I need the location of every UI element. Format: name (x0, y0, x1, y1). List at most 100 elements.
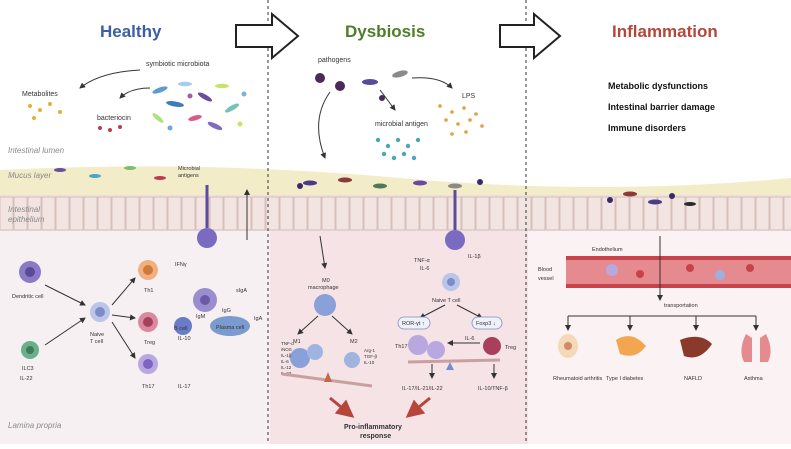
lps-dots (438, 104, 484, 136)
label-m1: M1 (293, 339, 301, 345)
label-dendritic: Dendritic cell (12, 294, 43, 300)
immune-cell-icon (19, 261, 41, 283)
label-naive-1: Naive (90, 332, 104, 338)
immune-cell-icon (290, 344, 360, 368)
label-il10: IL-10 (178, 336, 191, 342)
title-dysbiosis: Dysbiosis (345, 22, 425, 41)
title-healthy: Healthy (100, 22, 162, 41)
immune-cell-icon (90, 302, 110, 322)
outcome-2: Immune disorders (608, 123, 686, 133)
blood-vessel (566, 256, 791, 288)
label-treg: Treg (144, 340, 155, 346)
cytokine-label: IL-1β (281, 353, 292, 358)
cytokine-label: IL-6 (281, 359, 289, 364)
label-siga: sIgA (236, 288, 247, 294)
dysbiosis-panel: pathogens LPS microbial antigen (281, 57, 516, 440)
label-naive-2: T cell (90, 339, 103, 345)
metabolite-dots (28, 102, 62, 120)
immune-cell-icon (138, 354, 158, 374)
cytokine-label: IL-10 (364, 360, 375, 365)
label-il6b: IL-6 (465, 336, 474, 342)
label-ifng: IFNγ (175, 262, 187, 268)
immune-cell-icon (21, 341, 39, 359)
label-m0-1: M0 (322, 278, 330, 284)
label-naive: Naive T cell (432, 298, 461, 304)
bacteria-icon (152, 81, 247, 131)
label-microbial-antigen: microbial antigen (375, 121, 428, 128)
immune-cell-icon (193, 288, 217, 312)
antigen-dots (375, 137, 421, 161)
label-il6: IL-6 (420, 266, 429, 272)
immune-cell-icon (210, 316, 250, 336)
label-treg-out: IL-10/TNF-β (478, 386, 508, 392)
organ-icon (680, 336, 712, 358)
label-endothelium: Endothelium (592, 247, 623, 253)
label-pro-1: Pro-inflammatory (344, 424, 402, 431)
label-transport: transportation (664, 303, 698, 309)
immune-cell-icon (442, 273, 460, 291)
label-igg: IgG (222, 308, 231, 314)
seesaw-icon (281, 372, 373, 388)
label-foxp3: Foxp3 ↓ (476, 321, 496, 327)
label-bacteriocin: bacteriocin (97, 115, 131, 122)
healthy-panel: symbiotic microbiota Metabolites bacteri… (12, 61, 263, 390)
label-ilc3: ILC3 (22, 366, 34, 372)
label-microbial-antigens-1: Microbial (178, 166, 200, 172)
label-th17-out: IL-17/IL-21/IL-22 (402, 386, 443, 392)
outcome-1: Intestinal barrier damage (608, 102, 715, 112)
bacteria-icon (607, 191, 696, 206)
immune-cell-icon (197, 185, 217, 248)
immune-cell-icon (445, 190, 465, 250)
disease-0: Rheumatoid arthritis (553, 376, 602, 382)
organ-icon (741, 334, 771, 362)
right-arrow-icon (235, 11, 300, 61)
label-tnf: TNF-α (414, 258, 431, 264)
label-epithelium-1: Intestinal (8, 205, 40, 214)
disease-1: Type I diabetes (606, 376, 644, 382)
immune-cell-icon (138, 312, 158, 332)
label-bcell: B cell (174, 326, 187, 332)
inflammation-panel: Metabolic dysfunctions Intestinal barrie… (538, 81, 791, 382)
seesaw-icon (407, 358, 501, 370)
label-th17-d: Th17 (395, 344, 408, 350)
label-metabolites: Metabolites (22, 91, 58, 98)
label-il22: IL-22 (20, 376, 33, 382)
outcome-0: Metabolic dysfunctions (608, 81, 708, 91)
cytokine-label: Arg-1 (364, 348, 376, 353)
label-blood-1: Blood (538, 267, 552, 273)
cytokine-label: TGF-β (364, 354, 377, 359)
label-th17: Th17 (142, 384, 155, 390)
label-treg-d: Treg (505, 345, 516, 351)
label-il1b: IL-1β (468, 254, 481, 260)
label-blood-2: vessel (538, 276, 554, 282)
organ-icon (558, 334, 578, 358)
cytokine-label: IL-12 (281, 365, 292, 370)
label-symbiotic: symbiotic microbiota (146, 61, 210, 68)
label-m2: M2 (350, 339, 358, 345)
label-lamina: Lamina propria (8, 421, 62, 430)
label-iga: IgA (254, 316, 263, 322)
disease-2: NAFLD (684, 376, 702, 382)
organ-icon (616, 336, 646, 356)
label-il17: IL-17 (178, 384, 191, 390)
cytokine-label: iNOS (281, 347, 292, 352)
epithelium-cells (0, 196, 791, 231)
background-bands (0, 140, 791, 444)
cytokine-label: TNF-α (281, 341, 294, 346)
label-epithelium-2: epithelium (8, 215, 45, 224)
immune-cell-icon (408, 335, 445, 359)
immune-cell-icon (483, 337, 501, 355)
label-plasma: Plasma cell (216, 325, 244, 331)
label-ror: ROR-γt ↑ (402, 321, 425, 327)
title-inflammation: Inflammation (612, 22, 718, 41)
label-igm: IgM (196, 314, 206, 320)
right-arrow-icon (499, 11, 562, 61)
label-lumen: Intestinal lumen (8, 146, 65, 155)
bacteria-icon (54, 166, 166, 180)
label-m0-2: macrophage (308, 285, 339, 291)
label-pathogens: pathogens (318, 57, 351, 64)
label-th1: Th1 (144, 288, 153, 294)
